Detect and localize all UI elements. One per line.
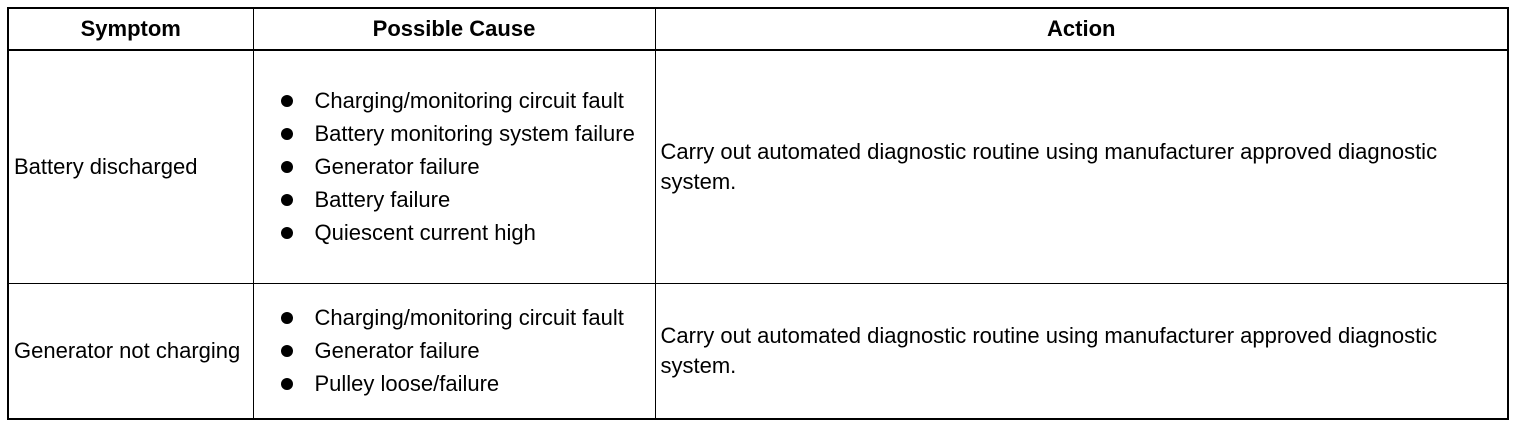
list-item: Charging/monitoring circuit fault: [280, 86, 650, 116]
possible-cause-cell: Charging/monitoring circuit fault Batter…: [252, 49, 656, 284]
bullet-icon: [280, 128, 293, 140]
header-symptom: Symptom: [7, 7, 254, 51]
cause-text: Battery failure: [314, 187, 451, 212]
header-action: Action: [654, 7, 1509, 51]
bullet-icon: [280, 95, 293, 107]
table-row: Battery discharged Charging/monitoring c…: [7, 49, 1509, 284]
bullet-icon: [280, 312, 293, 324]
diagnostic-table: Symptom Possible Cause Action Battery di…: [7, 7, 1509, 420]
list-item: Charging/monitoring circuit fault: [280, 303, 650, 333]
cause-list: Charging/monitoring circuit fault Genera…: [259, 303, 650, 399]
symptom-cell: Generator not charging: [7, 283, 254, 420]
bullet-icon: [280, 227, 293, 239]
list-item: Battery failure: [280, 185, 650, 215]
action-cell: Carry out automated diagnostic routine u…: [654, 49, 1509, 284]
bullet-icon: [280, 378, 293, 390]
cause-list: Charging/monitoring circuit fault Batter…: [259, 86, 650, 248]
list-item: Battery monitoring system failure: [280, 119, 650, 149]
list-item: Generator failure: [280, 336, 650, 366]
cause-text: Generator failure: [314, 338, 480, 363]
action-text: Carry out automated diagnostic routine u…: [660, 323, 1438, 378]
symptom-cell: Battery discharged: [7, 49, 254, 284]
table-row: Generator not charging Charging/monitori…: [7, 283, 1509, 420]
bullet-icon: [280, 161, 293, 173]
action-cell: Carry out automated diagnostic routine u…: [654, 283, 1509, 420]
table-header-row: Symptom Possible Cause Action: [7, 7, 1509, 51]
cause-text: Pulley loose/failure: [314, 371, 500, 396]
cause-text: Battery monitoring system failure: [314, 121, 635, 146]
cause-text: Charging/monitoring circuit fault: [314, 305, 624, 330]
action-text: Carry out automated diagnostic routine u…: [660, 139, 1438, 194]
list-item: Generator failure: [280, 152, 650, 182]
header-possible-cause: Possible Cause: [252, 7, 656, 51]
possible-cause-cell: Charging/monitoring circuit fault Genera…: [252, 283, 656, 420]
cause-text: Charging/monitoring circuit fault: [314, 88, 624, 113]
cause-text: Quiescent current high: [314, 220, 536, 245]
cause-text: Generator failure: [314, 154, 480, 179]
bullet-icon: [280, 194, 293, 206]
list-item: Quiescent current high: [280, 218, 650, 248]
list-item: Pulley loose/failure: [280, 369, 650, 399]
bullet-icon: [280, 345, 293, 357]
